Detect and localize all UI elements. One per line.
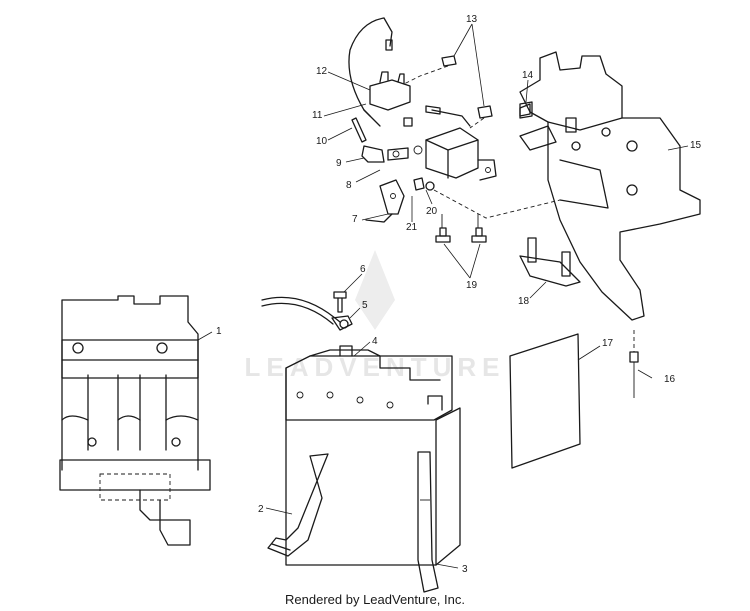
mounting-bracket <box>519 51 701 321</box>
battery <box>285 345 461 566</box>
callout-3: 3 <box>462 564 468 575</box>
callout-9: 9 <box>336 158 342 169</box>
callout-13: 13 <box>466 14 478 25</box>
callout-21: 21 <box>406 222 418 233</box>
cable-boot-7 <box>365 179 405 223</box>
callout-17: 17 <box>602 338 614 349</box>
callout-10: 10 <box>316 136 328 147</box>
callout-15: 15 <box>690 140 702 151</box>
callout-4: 4 <box>372 336 378 347</box>
callout-16: 16 <box>664 374 676 385</box>
watermark: LEADVENTURE <box>244 250 500 382</box>
callout-1: 1 <box>216 326 222 337</box>
callout-7: 7 <box>352 214 358 225</box>
battery-strap <box>267 453 329 557</box>
battery-cable <box>261 296 341 325</box>
bolts-19 <box>435 214 487 243</box>
battery-tray <box>59 295 211 546</box>
callout-18: 18 <box>518 296 530 307</box>
callout-6: 6 <box>360 264 366 275</box>
foam-pad <box>509 333 581 469</box>
screw-16 <box>629 330 639 398</box>
lower-bracket <box>519 237 581 287</box>
relay <box>348 17 413 143</box>
callouts: 1 2 3 4 5 6 7 8 9 10 11 12 13 14 15 16 1… <box>216 14 702 575</box>
watermark-logo-icon <box>355 250 395 330</box>
leader-lines <box>197 23 689 569</box>
vent-tube <box>417 451 439 593</box>
callout-5: 5 <box>362 300 368 311</box>
callout-11: 11 <box>312 110 323 121</box>
washers <box>413 177 561 219</box>
callout-19: 19 <box>466 280 478 291</box>
spacer-14 <box>519 101 533 119</box>
callout-12: 12 <box>316 66 328 77</box>
callout-20: 20 <box>426 206 438 217</box>
solenoid <box>361 105 497 181</box>
ring-terminal <box>331 315 353 331</box>
nuts-13 <box>403 55 493 129</box>
callout-8: 8 <box>346 180 352 191</box>
callout-14: 14 <box>522 70 534 81</box>
callout-2: 2 <box>258 504 264 515</box>
bolt-6 <box>333 291 347 313</box>
footer-credit: Rendered by LeadVenture, Inc. <box>285 592 465 607</box>
